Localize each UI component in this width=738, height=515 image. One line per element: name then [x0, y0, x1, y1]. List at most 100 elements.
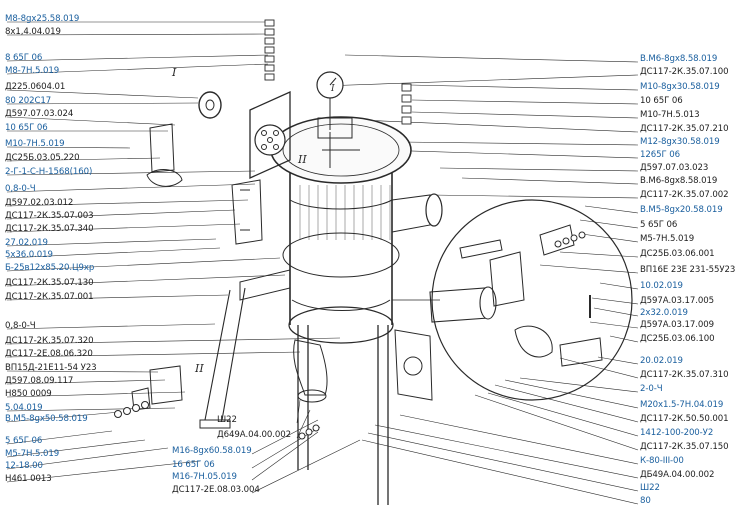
part-label-r7[interactable]: М12-8gx30.58.019 — [640, 137, 720, 147]
part-label-l29[interactable]: 5 65Г 06 — [5, 436, 43, 446]
pulley-hole-5 — [267, 137, 273, 143]
part-label-r28: ДС117-2К.35.07.150 — [640, 442, 729, 452]
left-leader-15 — [6, 223, 241, 233]
left-leader-4 — [6, 63, 269, 75]
part-label-l26: Н850 0009 — [5, 389, 52, 399]
part-label-l5: Д225.0604.01 — [5, 82, 66, 92]
part-label-l8[interactable]: 10 65Г 06 — [5, 123, 48, 133]
left-leader-5 — [6, 89, 199, 99]
tank-lower-band — [291, 299, 391, 311]
part-label-l30[interactable]: М5-7Н.5.019 — [5, 449, 60, 459]
part-label-l2: 8х1,4.04.019 — [5, 27, 61, 37]
stack-part-top-7 — [264, 73, 275, 81]
view-marker-one: I — [171, 66, 177, 79]
lid-clamp — [322, 132, 360, 168]
part-label-r25[interactable]: М20х1.5-7Н.04.019 — [640, 400, 724, 410]
stack-part-top-6 — [264, 64, 275, 72]
part-label-l9[interactable]: М10-7Н.5.019 — [5, 139, 65, 149]
pulley-hole-1 — [261, 130, 267, 136]
part-label-r8[interactable]: 1265Г 06 — [640, 150, 680, 160]
right-leader-13 — [579, 219, 639, 229]
tank-band — [289, 199, 393, 210]
part-label-r5: М10-7Н.5.013 — [640, 110, 700, 120]
part-label-r14: М5-7Н.5.019 — [640, 234, 695, 244]
part-label-l31[interactable]: 12-18.00 — [5, 461, 43, 471]
tank-walls — [289, 150, 393, 325]
part-label-r10: В.М6-8gx8.58.019 — [640, 176, 718, 186]
part-label-l21: 0,8-0-Ч — [5, 321, 36, 331]
detail-circle — [431, 199, 633, 401]
part-label-r15: ДС25Б.03.06.001 — [640, 249, 715, 259]
left-leader-2 — [6, 33, 269, 36]
valve-wheel — [403, 356, 423, 376]
part-label-l23: ДС117-2Е.08.06.320 — [5, 349, 93, 359]
part-label-l10: ДС25Б.03.05.220 — [5, 153, 80, 163]
pulley-hole-3 — [261, 144, 267, 150]
detail-plate — [539, 224, 575, 256]
washer-left-4 — [141, 401, 149, 409]
bracket-foot — [146, 169, 183, 187]
part-label-r12[interactable]: В.М5-8gx20.58.019 — [640, 205, 723, 215]
part-label-r3[interactable]: М10-8gx30.58.019 — [640, 82, 720, 92]
part-label-l11[interactable]: 2-Г-1-С-Н-1568(160) — [5, 167, 93, 177]
part-label-l12[interactable]: 0,8-0-Ч — [5, 184, 36, 194]
part-label-r26: ДС117-2К.50.50.001 — [640, 414, 729, 424]
lower-motor — [293, 339, 328, 396]
left-leader-3 — [6, 54, 269, 62]
washer-center-1 — [298, 432, 306, 440]
part-label-r19[interactable]: 2х32.0.019 — [640, 308, 688, 318]
part-label-r4: 10 65Г 06 — [640, 96, 683, 106]
part-label-l28[interactable]: В.М5-8gx50.58.019 — [5, 414, 88, 424]
part-label-r11: ДС117-2К.35.07.002 — [640, 190, 729, 200]
frame-crossbar — [239, 269, 291, 301]
part-label-l3[interactable]: 8 65Г 06 — [5, 53, 43, 63]
right-leader-32 — [361, 439, 639, 505]
part-label-r27[interactable]: 1412-100-200-У2 — [640, 428, 714, 438]
right-leader-20 — [589, 321, 639, 329]
part-label-r22[interactable]: 20.02.019 — [640, 356, 683, 366]
part-label-r13: 5 65Г 06 — [640, 220, 678, 230]
pipe-mouth — [425, 193, 443, 227]
detail-cone — [514, 325, 553, 358]
right-leader-16 — [539, 264, 639, 274]
part-label-l1[interactable]: М8-8gx25.58.019 — [5, 14, 80, 24]
stack-part-right-2 — [401, 94, 412, 103]
part-label-l7: Д597.07.03.024 — [5, 109, 74, 119]
right-leader-17 — [599, 282, 639, 290]
part-label-c3[interactable]: М16-8gx60.58.019 — [172, 446, 252, 456]
right-leader-1 — [344, 54, 639, 63]
part-label-l18[interactable]: Б-25в12х85.20.Ц9хр — [5, 263, 95, 273]
right-leader-30 — [374, 424, 639, 479]
part-label-r32[interactable]: 80 — [640, 496, 651, 506]
part-label-l17[interactable]: 5х36.0.019 — [5, 250, 53, 260]
pulley-hole-2 — [273, 130, 279, 136]
part-label-r18: Д597А.03.17.005 — [640, 296, 714, 306]
bracket-plate — [149, 123, 175, 173]
washer-left-1 — [114, 410, 122, 418]
left-leader-30 — [6, 439, 146, 458]
right-leader-31 — [367, 432, 639, 492]
center-leader-5 — [251, 431, 319, 481]
part-label-c5[interactable]: М16-7Н.05.019 — [172, 472, 237, 482]
left-leader-23 — [6, 351, 301, 358]
part-label-c2: Д649А.04.00.002 — [217, 430, 291, 440]
part-label-r30: ДБ49А.04.00.002 — [640, 470, 715, 480]
part-label-r29[interactable]: К-80-III-00 — [640, 456, 684, 466]
right-leader-29 — [399, 414, 639, 465]
right-leader-27 — [487, 392, 639, 437]
left-leader-25 — [6, 379, 166, 385]
right-leader-5 — [411, 111, 639, 119]
part-label-r17[interactable]: 10.02.019 — [640, 281, 683, 291]
part-label-r24[interactable]: 2-0-Ч — [640, 384, 663, 394]
part-label-l6[interactable]: 80 202С17 — [5, 96, 52, 106]
part-label-r1[interactable]: В.М6-8gx8.58.019 — [640, 54, 718, 64]
pulley-disc — [198, 91, 222, 119]
part-label-c6: ДС117-2Е.08.03.004 — [172, 485, 260, 495]
part-label-l4[interactable]: М8-7Н.5.019 — [5, 66, 60, 76]
part-label-c4[interactable]: 16 65Г 06 — [172, 460, 215, 470]
part-label-r31[interactable]: Ш22 — [640, 483, 660, 493]
stack-part-top-2 — [264, 28, 275, 36]
part-label-l16[interactable]: 27.02.019 — [5, 238, 48, 248]
part-label-l27[interactable]: 5.04.019 — [5, 403, 43, 413]
